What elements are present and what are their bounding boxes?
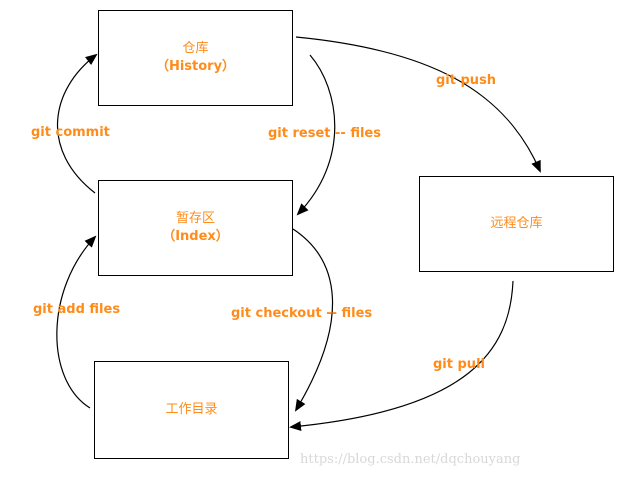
node-history-subtitle: （History） <box>155 59 236 74</box>
node-workdir-title: 工作目录 <box>165 402 218 417</box>
label-git-add: git add files <box>33 302 121 317</box>
node-history: 仓库 （History） <box>98 10 293 106</box>
watermark: https://blog.csdn.net/dqchouyang <box>300 452 521 467</box>
node-workdir: 工作目录 <box>94 361 289 459</box>
label-git-reset: git reset -- files <box>268 126 381 141</box>
node-history-title: 仓库 <box>182 41 209 56</box>
label-git-push: git push <box>436 73 497 88</box>
node-index: 暂存区 （Index） <box>98 180 293 276</box>
arrow-git-checkout <box>292 228 334 412</box>
node-remote-title: 远程仓库 <box>490 216 543 231</box>
label-git-commit: git commit <box>31 125 110 140</box>
node-remote: 远程仓库 <box>419 176 614 272</box>
arrow-git-add <box>56 235 97 409</box>
node-index-subtitle: （Index） <box>162 229 229 244</box>
label-git-checkout: git checkout -- files <box>231 306 373 321</box>
arrow-git-commit <box>57 53 98 194</box>
arrow-git-pull <box>289 280 514 432</box>
node-index-title: 暂存区 <box>175 211 215 226</box>
label-git-pull: git pull <box>433 357 485 372</box>
arrow-git-push <box>295 36 541 173</box>
arrow-git-reset <box>296 54 336 216</box>
